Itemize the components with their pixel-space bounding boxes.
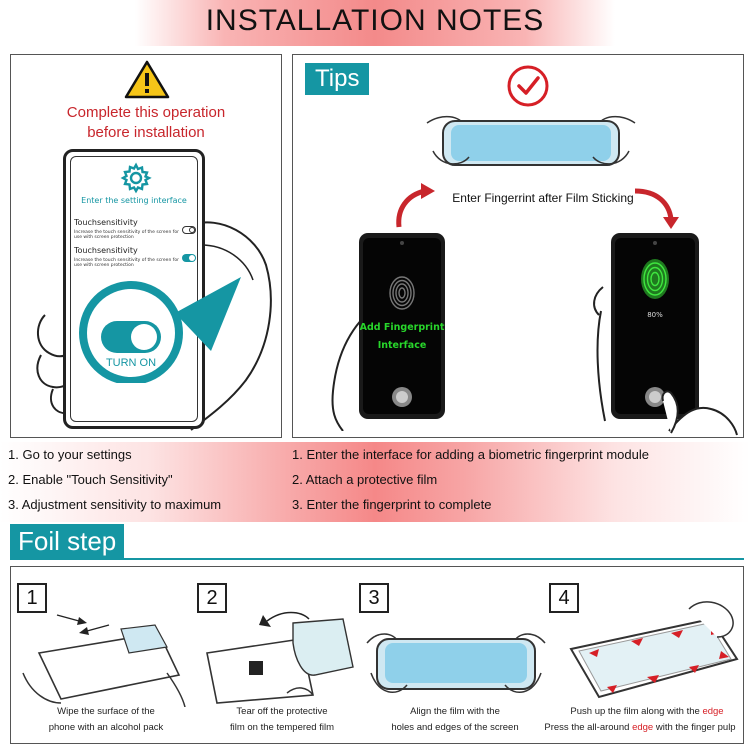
touch-sensitivity-desc-1: Increase the touch sensitivity of the sc…: [74, 230, 179, 240]
touch-sensitivity-title-2: Touchsensitivity: [74, 246, 138, 255]
foil-steps-panel: 1 Wipe the surface of the phone with an …: [10, 566, 744, 744]
add-fingerprint-label-2: Interface: [377, 340, 427, 351]
step-3-caption-line-1: Align the film with the: [410, 706, 500, 717]
phone-fingerprint-progress: 80%: [611, 233, 699, 419]
tips-tab: Tips: [305, 63, 370, 95]
setting-interface-label: Enter the setting interface: [81, 196, 187, 205]
step-1-caption-line-1: Wipe the surface of the: [57, 706, 155, 717]
page-title: INSTALLATION NOTES: [205, 4, 545, 37]
right-step-2: 2. Attach a protective film: [292, 472, 438, 487]
touch-sensitivity-title-1: Touchsensitivity: [74, 218, 138, 227]
fingerprint-sensor-right[interactable]: [645, 387, 665, 407]
turn-on-label: TURN ON: [105, 357, 157, 369]
arrow-up-left-icon: [396, 183, 435, 228]
fingerprint-sensor-left[interactable]: [392, 387, 412, 407]
phone-add-fingerprint: Add Fingerprint Interface: [359, 233, 445, 419]
check-icon: [507, 65, 549, 107]
tips-panel: Tips Enter Fingerrint after Film Stickin…: [292, 54, 744, 438]
fingerprint-progress-text: 80%: [647, 311, 663, 319]
film-phone-illustration: [426, 115, 636, 166]
header-banner: [0, 0, 750, 46]
turn-on-toggle[interactable]: [101, 321, 161, 353]
step-2-caption-line-1: Tear off the protective: [236, 706, 328, 717]
foil-step-tab: Foil step: [10, 524, 125, 558]
step-4-caption-line-2: Press the all-around edge with the finge…: [544, 722, 736, 733]
instruction-band: [0, 442, 750, 522]
press-edge-illustration: [569, 601, 739, 699]
left-step-3: 3. Adjustment sensitivity to maximum: [8, 497, 222, 512]
step-3-caption-line-2: holes and edges of the screen: [391, 722, 519, 733]
touch-sensitivity-desc-2: Increase the touch sensitivity of the sc…: [74, 258, 179, 268]
foil-step-divider: [10, 558, 744, 560]
peel-film-illustration: [206, 611, 354, 704]
left-step-2: 2. Enable "Touch Sensitivity": [8, 472, 173, 487]
align-film-illustration: [366, 633, 546, 694]
warning-icon: [124, 60, 170, 99]
step-number-2: 2: [197, 583, 227, 613]
add-fingerprint-label-1: Add Fingerprint: [359, 322, 445, 333]
gear-icon: [120, 162, 152, 194]
warning-line-1: Complete this operation: [66, 104, 226, 121]
right-step-3: 3. Enter the fingerprint to complete: [292, 497, 492, 512]
warning-line-2: before installation: [87, 124, 205, 141]
step-4-caption-line-1: Push up the film along with the edge: [570, 706, 724, 717]
tips-caption: Enter Fingerrint after Film Sticking: [452, 191, 634, 205]
wipe-phone-illustration: [22, 614, 186, 707]
arrow-down-right-icon: [634, 188, 679, 229]
step-number-1: 1: [17, 583, 47, 613]
fingerprint-gray-icon: [389, 276, 415, 310]
step-2-caption-line-2: film on the tempered film: [229, 722, 334, 733]
right-step-1: 1. Enter the interface for adding a biom…: [292, 447, 649, 462]
step-1-caption-line-2: phone with an alcohol pack: [48, 722, 164, 733]
step-number-4: 4: [549, 583, 579, 613]
right-hand-illustration: [593, 286, 738, 436]
touch-toggle-2[interactable]: [182, 254, 196, 262]
touch-toggle-1[interactable]: [182, 226, 196, 234]
step-number-3: 3: [359, 583, 389, 613]
left-step-1: 1. Go to your settings: [8, 447, 132, 462]
fingerprint-green-icon: [641, 259, 669, 299]
settings-panel: Complete this operation before installat…: [10, 54, 282, 438]
